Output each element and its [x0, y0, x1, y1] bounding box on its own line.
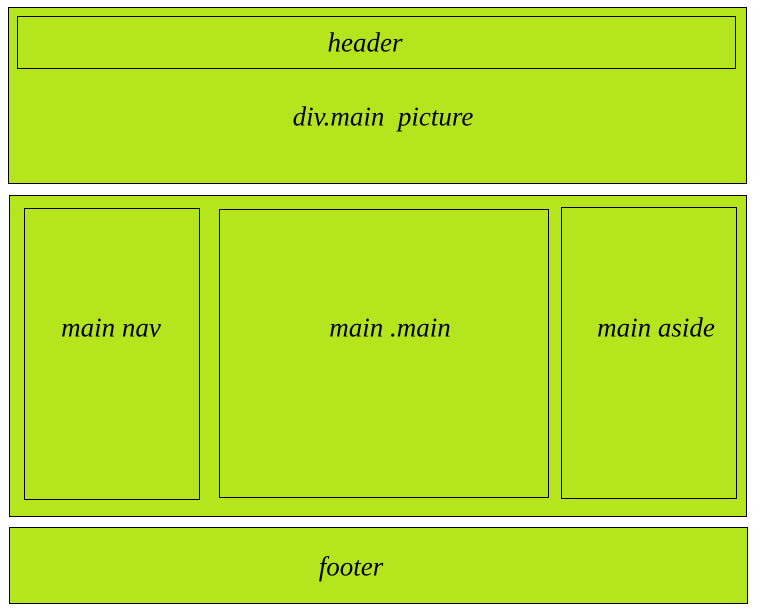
aside-box: [561, 207, 737, 499]
footer-label: footer: [318, 551, 384, 582]
aside-label: main aside: [597, 312, 715, 343]
nav-label: main nav: [61, 312, 161, 343]
main-content-label: main .main: [329, 312, 451, 343]
footer-box: [9, 527, 748, 604]
header-box: [17, 16, 736, 69]
header-label: header: [327, 27, 403, 58]
main-content-box: [219, 209, 549, 498]
nav-box: [24, 208, 200, 500]
picture-label: div.main picture: [292, 101, 474, 132]
